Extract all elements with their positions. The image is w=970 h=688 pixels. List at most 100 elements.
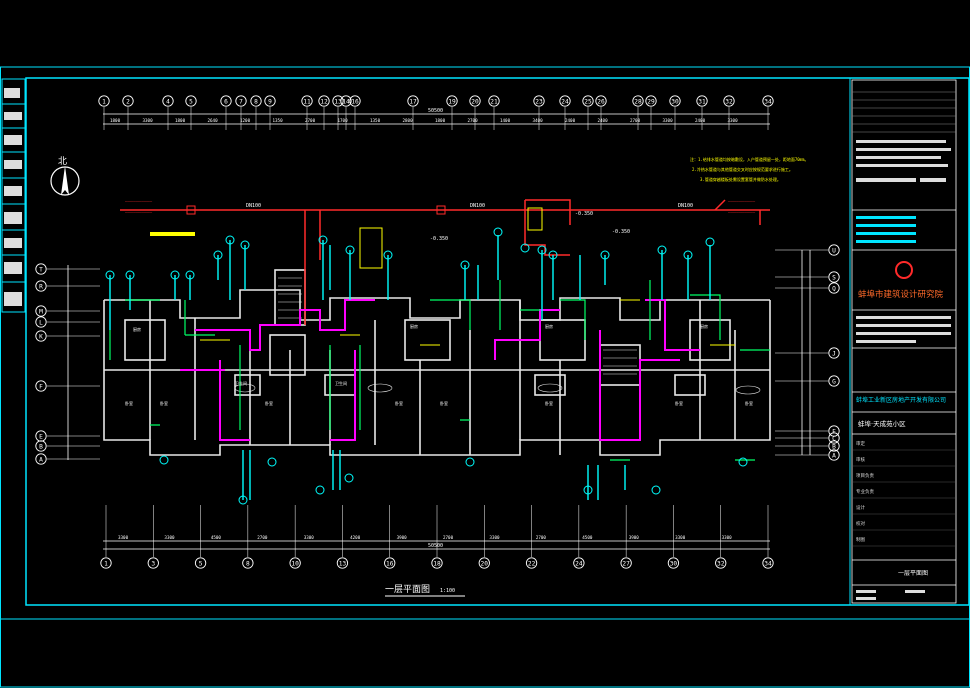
dim-text: 1400 (500, 118, 511, 123)
axis-bubble-7: 7 (235, 95, 247, 107)
axis-bubble-E: E (35, 430, 47, 442)
dim-text: 3300 (164, 535, 175, 540)
svg-text:16: 16 (351, 98, 359, 105)
svg-text:——————————: —————————— (728, 200, 755, 205)
client-name: 蚌埠工业新区房地产开发有限公司 (856, 396, 946, 404)
dim-text: 1700 (338, 118, 349, 123)
svg-text:1: 1 (104, 560, 108, 567)
axis-bubble-34: 34 (762, 557, 774, 569)
svg-text:U: U (832, 247, 836, 254)
binding-strip (1, 78, 26, 313)
dim-text: 2700 (257, 535, 268, 540)
svg-text:8: 8 (246, 560, 250, 567)
title-block-row: 审定 (856, 440, 865, 447)
axis-bubble-9: 9 (264, 95, 276, 107)
axis-bubble-R: R (35, 280, 47, 292)
dim-text: 3300 (118, 535, 129, 540)
riser-markers (105, 227, 748, 505)
dim-text: 1800 (110, 118, 121, 123)
svg-text:32: 32 (725, 98, 733, 105)
axis-bubble-11: 11 (301, 95, 313, 107)
svg-text:J: J (832, 350, 836, 357)
dim-text: 3300 (728, 118, 739, 123)
axis-bubble-M: M (35, 305, 47, 317)
axis-bubble-12: 12 (318, 95, 330, 107)
svg-text:13: 13 (334, 98, 342, 105)
svg-text:厨房: 厨房 (700, 323, 708, 329)
elev-b: -0.350 (575, 211, 593, 217)
axis-bubble-F: F (35, 380, 47, 392)
drawing-notes: 注：1.给排水管道均按暗敷设，入户管道预留一处，距地面70mm。 2.冷热水管道… (690, 156, 808, 182)
svg-text:7: 7 (239, 98, 243, 105)
svg-text:19: 19 (448, 98, 456, 105)
svg-text:23: 23 (535, 98, 543, 105)
dim-text: 4500 (582, 535, 593, 540)
axis-bubble-4: 4 (162, 95, 174, 107)
svg-text:32: 32 (717, 560, 725, 567)
axis-bubble-19: 19 (446, 95, 458, 107)
svg-text:24: 24 (575, 560, 583, 567)
svg-text:13: 13 (339, 560, 347, 567)
svg-text:14: 14 (342, 98, 350, 105)
axis-bubble-L: L (35, 316, 47, 328)
axis-bubble-1: 1 (98, 95, 110, 107)
svg-text:3: 3 (151, 560, 155, 567)
axis-bubble-30: 30 (669, 95, 681, 107)
axis-bubble-26: 26 (595, 95, 607, 107)
project-name: 蚌埠·天成苑小区 (858, 419, 906, 428)
svg-text:卧室: 卧室 (745, 400, 753, 406)
svg-text:4: 4 (166, 98, 170, 105)
svg-text:20: 20 (481, 560, 489, 567)
room-tags: 厨房厨房厨房厨房 卧室卧室卧室卧室 卧室卧室卧室卧室 卫生间卫生间 (125, 323, 753, 406)
svg-text:L: L (39, 319, 43, 326)
north-label: 北 (58, 156, 67, 167)
dim-text: 3300 (722, 535, 733, 540)
building-walls (103, 269, 771, 456)
svg-text:21: 21 (490, 98, 498, 105)
axis-bubble-2: 2 (122, 95, 134, 107)
svg-text:27: 27 (622, 560, 630, 567)
axis-bubble-31: 31 (696, 95, 708, 107)
svg-text:30: 30 (670, 560, 678, 567)
axis-bubble-C: C (828, 432, 840, 444)
axis-bubble-T: T (35, 263, 47, 275)
dim-text: 1350 (273, 118, 284, 123)
dimension-lines (67, 113, 811, 550)
svg-text:16: 16 (386, 560, 394, 567)
axis-bubble-K: K (35, 330, 47, 342)
svg-text:9: 9 (268, 98, 272, 105)
axis-bubble-34: 34 (762, 95, 774, 107)
svg-text:厨房: 厨房 (133, 326, 141, 332)
axis-bubble-1: 1 (100, 557, 112, 569)
axis-bubble-22: 22 (525, 557, 538, 569)
axis-bubble-B: B (828, 440, 840, 452)
title-block: 蚌埠市建筑设计研究院 蚌埠工业新区房地产开发有限公司 蚌埠·天成苑小区 审定审核… (851, 79, 957, 604)
axis-bubble-B: B (35, 440, 47, 452)
axis-bubble-J: J (828, 347, 840, 359)
svg-text:B: B (832, 443, 836, 450)
company-name: 蚌埠市建筑设计研究院 (858, 289, 944, 300)
axis-bubble-G: G (828, 375, 840, 387)
top-dimension-ticks (103, 107, 769, 130)
svg-text:卧室: 卧室 (545, 400, 553, 406)
axis-bubble-32: 32 (715, 557, 727, 569)
svg-text:C: C (832, 435, 836, 442)
axis-bubble-3: 3 (147, 557, 159, 569)
axis-bubble-16: 16 (384, 557, 396, 569)
dim-text: 3300 (675, 535, 686, 540)
svg-text:S: S (832, 274, 836, 281)
title-block-row: 审核 (856, 456, 865, 463)
title-block-row: 专业负责 (856, 488, 874, 495)
cold-water-pipes (109, 280, 770, 461)
axis-bubble-25: 25 (582, 95, 594, 107)
svg-text:24: 24 (561, 98, 569, 105)
svg-text:1:100: 1:100 (440, 588, 455, 594)
svg-text:G: G (832, 378, 836, 385)
svg-text:卧室: 卧室 (265, 400, 273, 406)
axis-bubble-17: 17 (407, 95, 419, 107)
svg-text:F: F (39, 383, 43, 390)
